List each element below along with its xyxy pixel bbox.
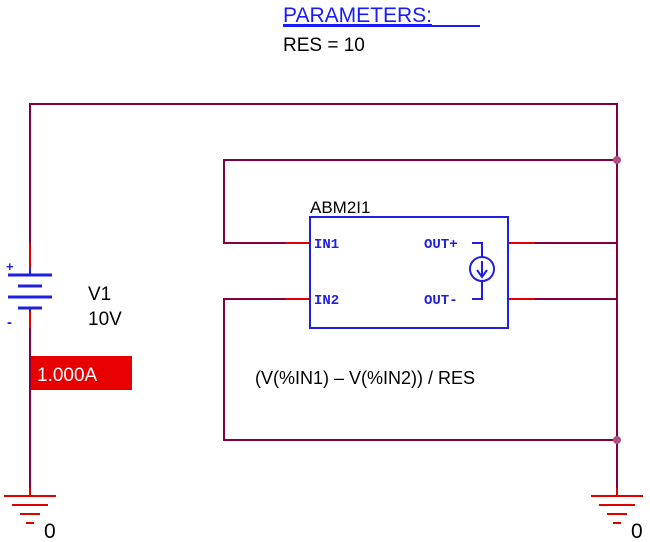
parameters-res: RES = 10	[283, 35, 365, 56]
current-label[interactable]: 1.000A	[37, 365, 98, 386]
pin-stubs	[29, 242, 535, 328]
parameters-heading: PARAMETERS:	[283, 4, 432, 27]
v1-plus-mark: +	[6, 259, 14, 274]
ground-right-icon	[591, 488, 643, 524]
v1-minus-mark: -	[7, 314, 12, 331]
wires	[29, 103, 618, 488]
abm-block[interactable]	[309, 216, 509, 329]
abm-pin-in2: IN2	[314, 293, 339, 309]
wire-out-minus[interactable]	[535, 298, 618, 440]
current-label-bg	[31, 356, 132, 390]
wire-in2[interactable]	[223, 298, 617, 441]
v1-name: V1	[88, 284, 111, 305]
abm-pin-out-plus: OUT+	[424, 237, 458, 253]
abm-pin-in1: IN1	[314, 237, 339, 253]
ground-left-label: 0	[44, 520, 56, 542]
wire-in1[interactable]	[223, 159, 617, 244]
abm-pin-out-minus: OUT-	[424, 293, 458, 309]
ground-left-icon	[4, 488, 56, 524]
ground-right-label: 0	[631, 520, 643, 542]
abm-expression: (V(%IN1) – V(%IN2)) / RES	[255, 368, 475, 388]
wire-top-loop[interactable]	[29, 103, 618, 488]
node-dot-bottom	[613, 436, 621, 444]
v1-value: 10V	[88, 309, 122, 330]
voltage-source-v1[interactable]	[8, 268, 52, 312]
current-source-icon	[469, 242, 495, 300]
abm-name: ABM2I1	[310, 198, 370, 217]
node-dot-top	[613, 156, 621, 164]
